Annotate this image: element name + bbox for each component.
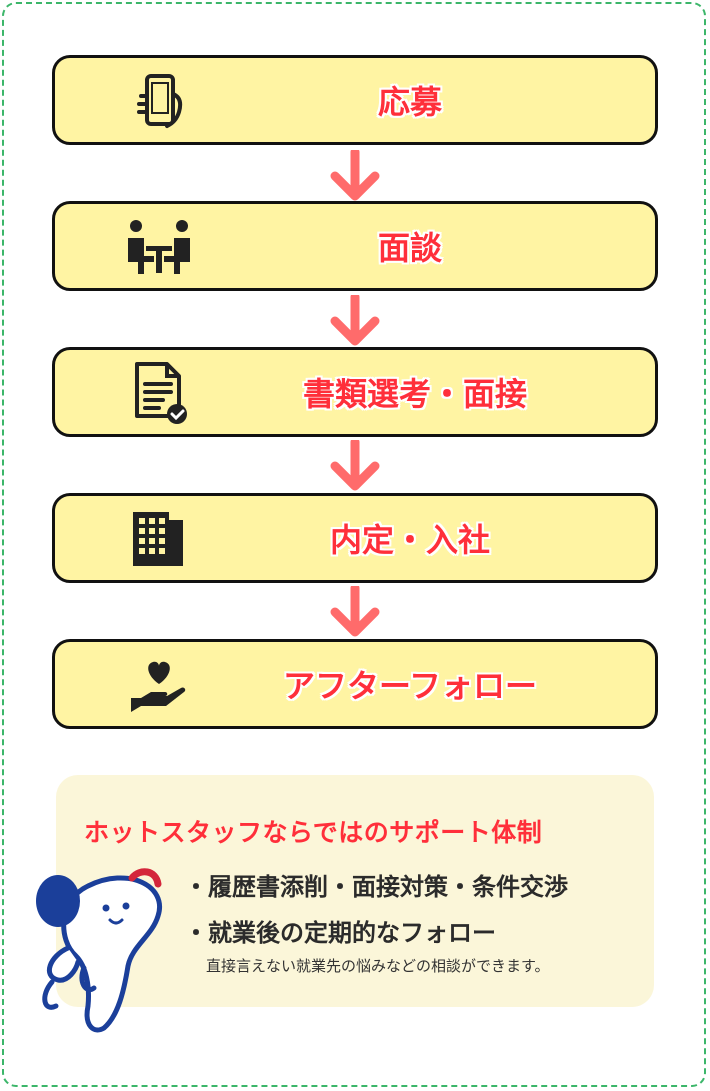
down-arrow-icon xyxy=(330,440,380,491)
flow-step-after-follow: アフターフォロー xyxy=(52,639,658,729)
down-arrow-icon xyxy=(330,150,380,201)
flow-step-label: アフターフォロー xyxy=(282,667,538,705)
flow-step-interview: 面談 xyxy=(52,201,658,291)
flow-step-apply: 応募 xyxy=(52,55,658,145)
down-arrow-icon xyxy=(330,586,380,637)
flow-step-label: 書類選考・面接 xyxy=(302,375,527,413)
mascot-illustration xyxy=(36,868,162,1033)
meeting-icon xyxy=(128,220,190,274)
flow-step-label: 応募 xyxy=(377,83,442,121)
support-bullet: ・履歴書添削・面接対策・条件交渉 xyxy=(184,873,568,901)
smartphone-hand-icon xyxy=(137,74,183,128)
flow-step-label: 内定・入社 xyxy=(329,521,490,559)
down-arrow-icon xyxy=(330,295,380,346)
flow-step-offer: 内定・入社 xyxy=(52,493,658,583)
support-note: 直接言えない就業先の悩みなどの相談ができます。 xyxy=(206,957,550,975)
support-title: ホットスタッフならではのサポート体制 xyxy=(84,818,543,847)
flow-step-label: 面談 xyxy=(377,229,442,267)
support-bullet: ・就業後の定期的なフォロー xyxy=(184,919,496,947)
heart-hand-icon xyxy=(131,661,186,712)
flow-step-screening: 書類選考・面接 xyxy=(52,347,658,437)
building-icon xyxy=(133,512,183,566)
document-check-icon xyxy=(135,362,187,424)
